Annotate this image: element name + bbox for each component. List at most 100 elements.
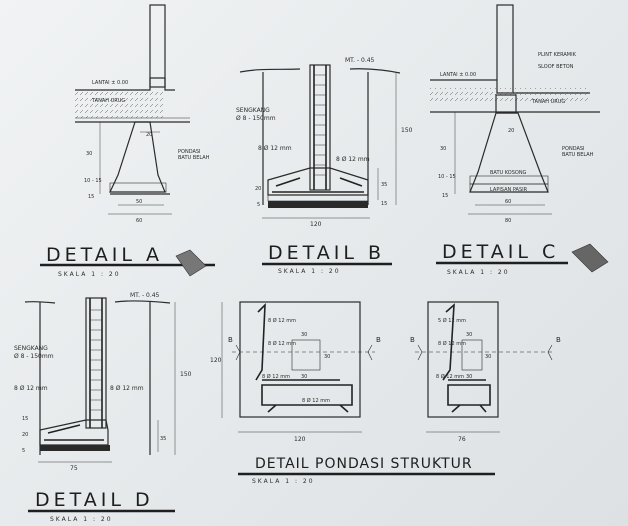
dim-a-60: 60	[136, 218, 142, 224]
plan-left-rebar3: 8 Ø 12 mm	[262, 373, 290, 380]
dim-a-50: 50	[136, 199, 142, 205]
dim-d-75: 75	[70, 465, 78, 472]
ground-line-d-right	[114, 300, 171, 304]
mt-label-b: MT. - 0.45	[345, 57, 375, 64]
dim-b-5: 5	[257, 202, 260, 208]
dim-c-10-15: 10 - 15	[438, 174, 456, 180]
tanah-label-c: TANAH URUG	[531, 99, 565, 105]
plan-right-rebar3: 8 Ø 12 mm	[436, 373, 464, 380]
detail-d-scale: SKALA 1 : 20	[50, 516, 113, 523]
plan-right-b1: B	[410, 336, 415, 344]
rebar-label-d2: 8 Ø 12 mm	[110, 385, 144, 392]
rebar-label-b2: 8 Ø 12 mm	[336, 156, 370, 163]
column-bars-d	[89, 298, 103, 428]
sengkang-spec-b: Ø 8 - 150mm	[236, 115, 276, 122]
plint-label-c: PLINT KERAMIK	[538, 52, 577, 58]
detail-a-title: DETAIL A	[46, 244, 163, 266]
dim-b-150: 150	[401, 127, 413, 134]
lantai-label-a: LANTAI ± 0.00	[92, 80, 128, 86]
dim-c-30: 30	[440, 146, 446, 152]
kosong-label-c: BATU KOSONG	[490, 170, 527, 176]
rebar-label-b1: 8 Ø 12 mm	[258, 145, 292, 152]
detail-d: MT. - 0.45 SENGKANG Ø 8 - 150mm 8 Ø 12 m…	[14, 292, 192, 523]
plan-left-width: 120	[294, 436, 306, 443]
stirrups-d	[90, 309, 102, 411]
plan-right-column	[461, 339, 483, 371]
dim-d-35: 35	[160, 436, 166, 442]
stone-foundation-c	[469, 112, 549, 193]
wall-a	[149, 4, 166, 88]
detail-a-scale: SKALA 1 : 20	[58, 271, 121, 278]
plan-left: B B 8 Ø 12 mm 8 Ø 12 mm 8 Ø 12 mm 8 Ø 12…	[210, 301, 381, 443]
plan-left-dim3: 30	[301, 374, 307, 380]
section-marker-a	[175, 249, 207, 277]
rebar-label-d1: 8 Ø 12 mm	[14, 385, 48, 392]
fill-soil-a	[75, 90, 165, 118]
plan-right-rebar1: 5 Ø 12 mm	[438, 317, 466, 324]
footing-b	[267, 167, 369, 196]
footing-bars-d	[44, 424, 104, 441]
plan-right-dim1: 30	[466, 332, 472, 338]
plan-right-rebar2: 8 Ø 12 mm	[438, 340, 466, 347]
lantai-label-c: LANTAI ± 0.00	[440, 72, 476, 78]
section-marker-c	[571, 243, 609, 273]
plan-left-dim2: 30	[324, 354, 330, 360]
plan-left-section-arrows	[235, 344, 373, 361]
dim-a-10-15: 10 - 15	[84, 178, 102, 184]
stirrups-b	[314, 74, 326, 176]
plan-left-rebar2: 8 Ø 12 mm	[268, 340, 296, 347]
plans-title: DETAIL PONDASI STRUKTUR	[255, 456, 473, 472]
dim-d-20: 20	[22, 432, 28, 438]
column-bars-b	[313, 65, 327, 190]
dim-c-60: 60	[505, 199, 511, 205]
mt-label-d: MT. - 0.45	[130, 292, 160, 299]
batu-label-c: BATU BELAH	[562, 152, 594, 158]
plan-right-outline	[427, 301, 499, 418]
detail-b-title: DETAIL B	[268, 242, 385, 264]
sand-layer-a	[109, 182, 167, 193]
plan-left-dim1: 30	[301, 332, 307, 338]
sengkang-label-b: SENGKANG	[236, 107, 270, 114]
ground-line-b-left	[239, 68, 301, 73]
wall-c	[496, 4, 514, 94]
dim-b-20: 20	[255, 186, 261, 192]
sengkang-label-d: SENGKANG	[14, 345, 48, 352]
sand-layer-c	[469, 183, 549, 193]
plan-left-rebar1: 8 Ø 12 mm	[268, 317, 296, 324]
plan-left-rebar4: 8 Ø 12 mm	[302, 397, 330, 404]
plan-left-height: 120	[210, 357, 222, 364]
column-b	[309, 64, 331, 191]
batu-label-a: BATU BELAH	[178, 155, 210, 161]
dim-c-20: 20	[508, 128, 514, 134]
sloof-label-c: SLOOF BETON	[538, 64, 574, 70]
dim-c-80: 80	[505, 218, 511, 224]
dim-b-120: 120	[310, 221, 322, 228]
dim-a-15: 15	[88, 194, 94, 200]
dim-b-15: 15	[381, 201, 387, 207]
dim-b-35: 35	[381, 182, 387, 188]
lean-concrete-b	[267, 194, 369, 202]
dim-d-15: 15	[22, 416, 28, 422]
plan-left-b2: B	[376, 336, 381, 344]
plan-right-width: 76	[458, 436, 466, 443]
ground-line-d-left	[24, 300, 56, 304]
footing-bars-b	[272, 177, 364, 193]
plan-right-rebar	[442, 303, 491, 413]
pasir-label-c: LAPISAN PASIR	[490, 187, 528, 193]
detail-b: MT. - 0.45 SENGKANG Ø 8 - 150mm 8 Ø 12 m…	[236, 57, 413, 275]
detail-d-title: DETAIL D	[35, 489, 154, 511]
detail-c: LANTAI ± 0.00 PLINT KERAMIK SLOOF BETON …	[430, 4, 609, 276]
dim-a-20: 20	[146, 132, 152, 138]
detail-b-scale: SKALA 1 : 20	[278, 268, 341, 275]
plan-left-b1: B	[228, 336, 233, 344]
sand-layer-b	[268, 201, 368, 208]
dim-c-15: 15	[442, 193, 448, 199]
hollow-stone-c	[469, 175, 549, 185]
tanah-label-a: TANAH URUG	[91, 98, 125, 104]
detail-a: LANTAI ± 0.00 TANAH URUG PONDASI BATU BE…	[40, 4, 215, 278]
plan-right-dim2: 30	[485, 354, 491, 360]
plan-left-outline	[239, 301, 361, 418]
plans-scale: SKALA 1 : 20	[252, 478, 315, 485]
plan-left-column	[291, 339, 321, 371]
